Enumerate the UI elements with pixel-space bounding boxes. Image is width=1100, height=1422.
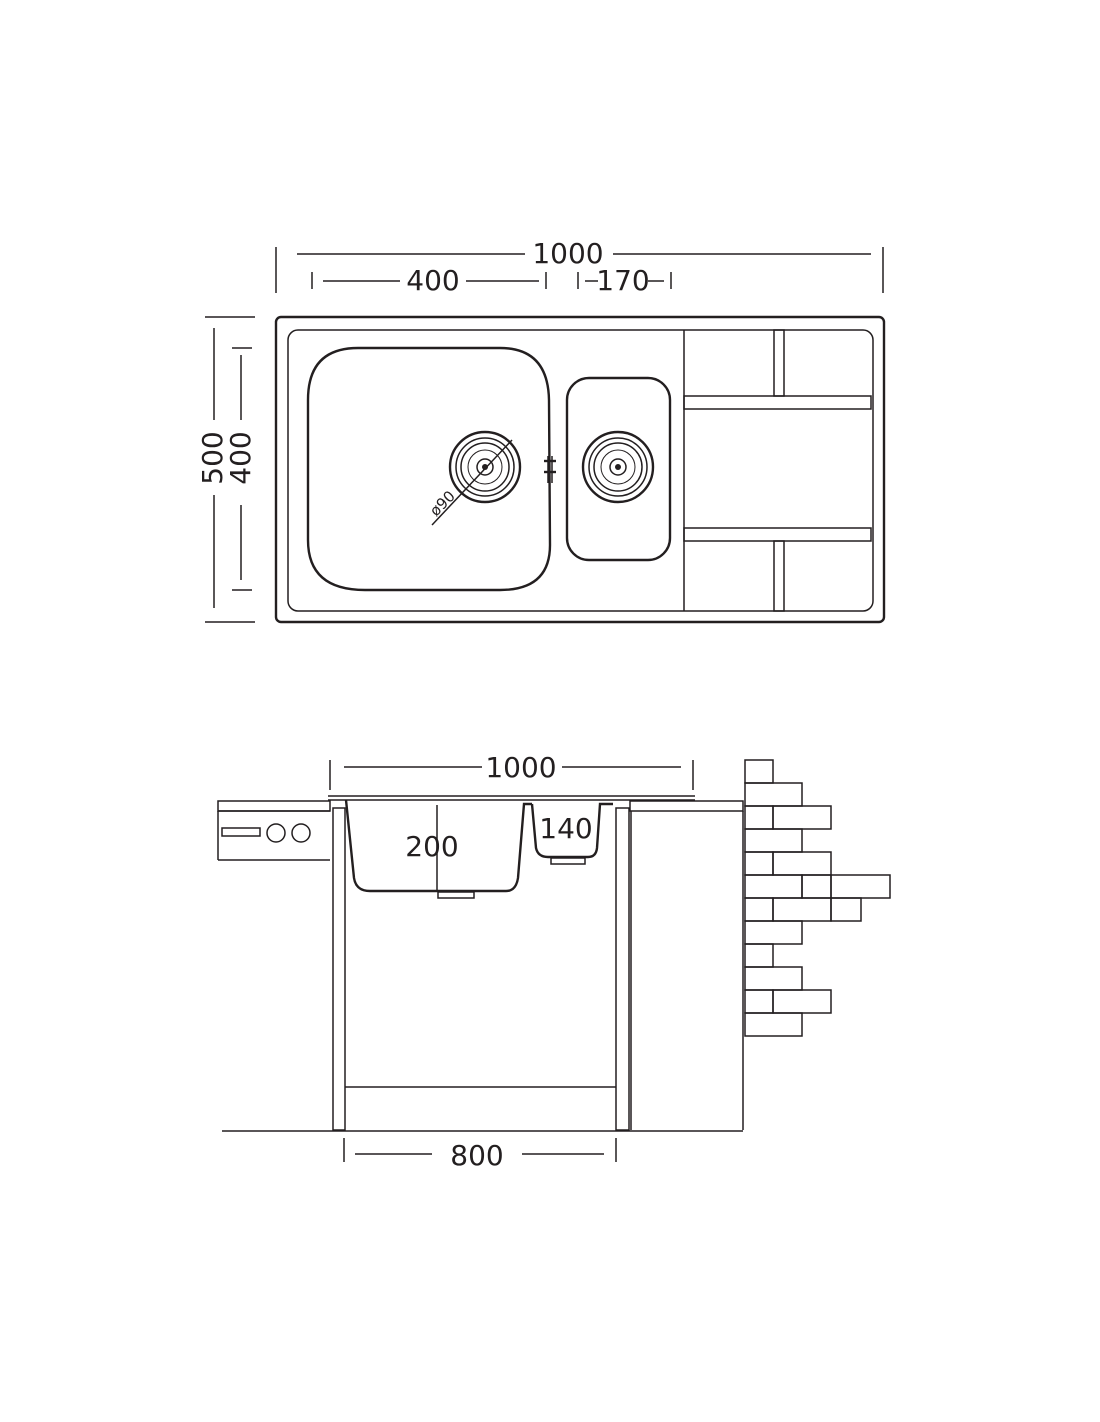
small-bowl xyxy=(565,376,672,562)
dimension-overall-depth: 500 xyxy=(196,316,255,623)
label-overall-depth: 500 xyxy=(196,431,229,484)
countertop-right xyxy=(629,800,744,812)
label-bowl-depth: 400 xyxy=(224,431,257,484)
section-view: 1000 200 140 xyxy=(217,751,891,1172)
control-knob-right xyxy=(291,823,311,843)
control-slot xyxy=(221,827,261,837)
dimension-main-bowl-width: 400 xyxy=(311,264,547,297)
label-small-bowl-width: 170 xyxy=(596,264,649,297)
label-main-bowl-width: 400 xyxy=(406,264,459,297)
control-knob-left xyxy=(266,823,286,843)
appliance-panel xyxy=(217,811,330,861)
overflow-slot xyxy=(544,456,556,483)
dimension-overall-length-top: 1000 xyxy=(275,237,884,293)
dimension-cabinet-width: 800 xyxy=(343,1138,617,1172)
drain-diameter-leader xyxy=(431,439,513,526)
label-main-bowl-height: 200 xyxy=(405,830,458,863)
main-bowl xyxy=(306,346,552,592)
dimension-bowl-depth: 400 xyxy=(224,347,257,591)
top-view: 1000 400 170 500 xyxy=(196,237,886,624)
main-bowl-drain-section xyxy=(437,891,475,899)
sink-outer-outline xyxy=(274,315,886,624)
small-bowl-drain-section xyxy=(550,857,586,865)
small-bowl-drain xyxy=(581,430,655,504)
brick-wall xyxy=(744,759,891,1037)
dimension-overall-length-section: 1000 xyxy=(329,751,694,790)
cabinet-wall-left xyxy=(332,807,346,1131)
label-cabinet-width: 800 xyxy=(450,1139,503,1172)
label-section-length: 1000 xyxy=(485,751,556,784)
label-drain-diameter: ø90 xyxy=(426,487,459,520)
drainer-board xyxy=(683,329,872,612)
main-bowl-section xyxy=(344,799,532,893)
label-overall-length: 1000 xyxy=(532,237,603,270)
label-small-bowl-height: 140 xyxy=(539,812,592,845)
small-bowl-section xyxy=(530,802,613,859)
dimension-small-bowl-width: 170 xyxy=(577,264,672,297)
countertop-left xyxy=(217,800,331,812)
sink-inner-rim xyxy=(287,329,874,612)
cabinet-wall-right xyxy=(615,807,630,1131)
